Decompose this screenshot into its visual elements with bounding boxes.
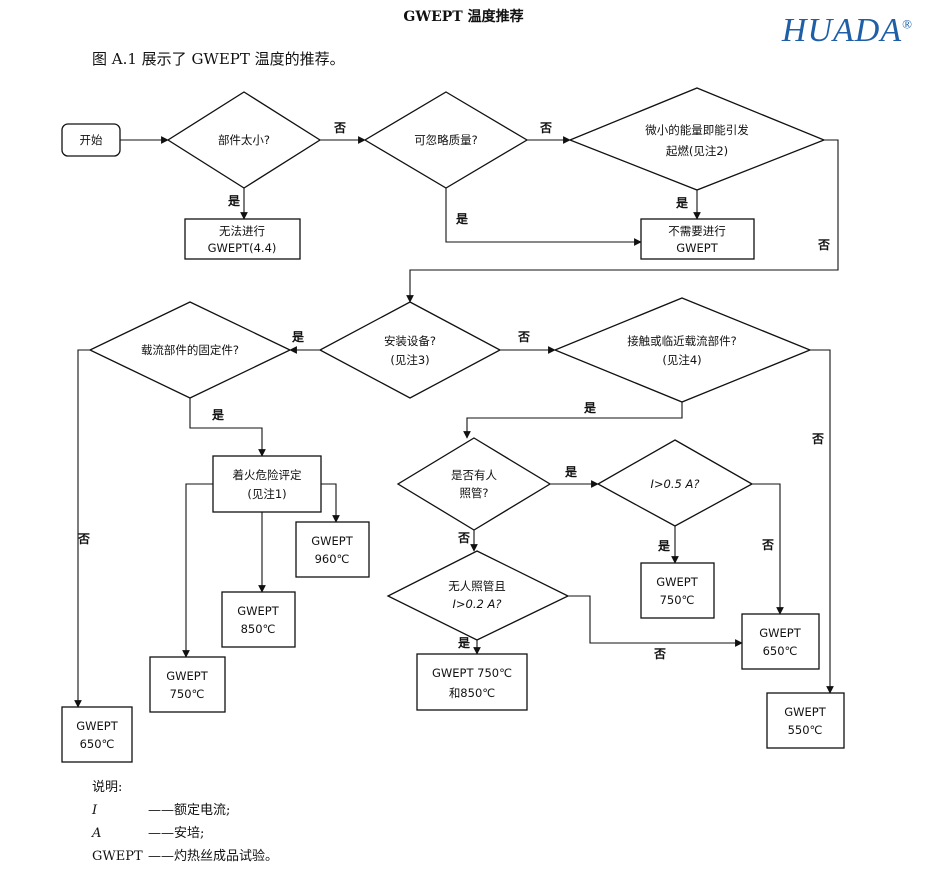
logo-registered-mark: ® [902, 16, 913, 32]
label-mass-yes: 是 [455, 212, 469, 226]
legend: 说明: I ——额定电流; A ——安培; GWEPT ——灼热丝成品试验。 [92, 776, 278, 868]
g550-label-2: 550℃ [788, 723, 823, 737]
legend-key: GWEPT [92, 849, 143, 864]
decision-unattended-02 [386, 550, 570, 641]
edge-fixing-no [74, 349, 90, 708]
logo-text: HUADA [781, 12, 903, 49]
flowchart: 开始 部件太小? 可忽略质量? 微小的能量即能引发 起燃(见注2) 无法进行 G… [61, 87, 845, 763]
legend-row-ampere: A ——安培; [92, 822, 278, 845]
edge-mass-yes [445, 188, 642, 246]
legend-title: 说明: [92, 780, 123, 795]
unattended-label-2: I>0.2 A? [453, 597, 502, 611]
label-i05-yes: 是 [657, 539, 671, 553]
g960-label-1: GWEPT [311, 534, 353, 548]
box-gwept-650-right [741, 613, 820, 670]
edge-unattended-no [568, 595, 743, 647]
legend-desc: ——额定电流; [148, 803, 231, 818]
label-mass-no: 否 [539, 121, 552, 135]
intro-text: 图 A.1 展示了 GWEPT 温度的推荐。 [92, 50, 345, 68]
legend-desc: ——灼热丝成品试验。 [148, 849, 279, 864]
g750b-label-2: 750℃ [660, 593, 695, 607]
label-attended-no: 否 [457, 531, 470, 545]
box-gwept-750-850 [416, 653, 528, 711]
decision-small-energy [568, 87, 826, 191]
contact-label-1: 接触或临近载流部件? [627, 334, 737, 348]
fire-label-1: 着火危险评定 [233, 468, 302, 482]
legend-desc: ——安培; [148, 826, 205, 841]
huada-logo: HUADA® [782, 12, 913, 50]
i05-label: I>0.5 A? [651, 477, 700, 491]
g850-label-2: 850℃ [241, 622, 276, 636]
box-gwept-750-mid [640, 562, 715, 619]
g650b-label-2: 650℃ [763, 644, 798, 658]
g750850-label-2: 和850℃ [449, 686, 495, 700]
g550-label-1: GWEPT [784, 705, 826, 719]
install-label-2: (见注3) [390, 353, 429, 367]
fire-label-2: (见注1) [247, 487, 286, 501]
label-small-no: 否 [333, 121, 346, 135]
page-title: GWEPT 温度推荐 [403, 9, 524, 25]
box-gwept-960 [295, 521, 370, 578]
legend-key: I [92, 803, 98, 818]
label-energy-yes: 是 [675, 196, 689, 210]
box-fire-hazard [212, 455, 322, 513]
energy-label-1: 微小的能量即能引发 [645, 123, 749, 137]
edge-fixing-yes [189, 398, 266, 457]
edge-fire-750 [182, 483, 213, 658]
g960-label-2: 960℃ [315, 552, 350, 566]
label-unattended-yes: 是 [457, 636, 471, 650]
mass-label: 可忽略质量? [414, 133, 478, 147]
label-contact-no: 否 [811, 432, 824, 446]
box-gwept-550 [766, 692, 845, 749]
g750a-label-1: GWEPT [166, 669, 208, 683]
contact-label-2: (见注4) [662, 353, 701, 367]
legend-row-current: I ——额定电流; [92, 799, 278, 822]
noneed-label-2: GWEPT [676, 241, 718, 255]
small-label: 部件太小? [218, 133, 270, 147]
box-gwept-850 [221, 591, 296, 648]
install-label-1: 安装设备? [384, 334, 436, 348]
attended-label-1: 是否有人 [451, 468, 497, 482]
label-attended-yes: 是 [564, 465, 578, 479]
label-install-yes: 是 [291, 330, 305, 344]
g750850-label-1: GWEPT 750℃ [432, 666, 512, 680]
edge-energy-no [406, 139, 839, 303]
label-unattended-no: 否 [653, 647, 666, 661]
cannot-label-1: 无法进行 [219, 224, 265, 238]
cannot-label-2: GWEPT(4.4) [208, 241, 277, 255]
g750a-label-2: 750℃ [170, 687, 205, 701]
label-contact-yes: 是 [583, 401, 597, 415]
energy-label-2: 起燃(见注2) [666, 144, 728, 158]
label-energy-no: 否 [817, 238, 830, 252]
noneed-label-1: 不需要进行 [668, 224, 726, 238]
g650a-label-1: GWEPT [76, 719, 118, 733]
legend-key: A [92, 826, 102, 841]
label-fixing-no: 否 [77, 532, 90, 546]
fixing-label: 载流部件的固定件? [141, 343, 239, 357]
g750b-label-1: GWEPT [656, 575, 698, 589]
edge-contact-yes [463, 402, 683, 439]
unattended-label-1: 无人照管且 [448, 579, 506, 593]
label-small-yes: 是 [227, 194, 241, 208]
label-install-no: 否 [517, 330, 530, 344]
attended-label-2: 照管? [459, 486, 488, 500]
g850-label-1: GWEPT [237, 604, 279, 618]
decision-attended [396, 437, 552, 531]
edge-fire-960 [321, 483, 340, 523]
decision-contact-parts [553, 297, 812, 403]
g650b-label-1: GWEPT [759, 626, 801, 640]
start-label: 开始 [80, 133, 103, 147]
edge-i05-no [752, 483, 784, 615]
box-gwept-750-left [149, 656, 226, 713]
edge-contact-no [810, 349, 834, 694]
label-fixing-yes: 是 [211, 408, 225, 422]
legend-row-gwept: GWEPT ——灼热丝成品试验。 [92, 845, 278, 868]
label-i05-no: 否 [761, 538, 774, 552]
decision-install-equipment [318, 301, 502, 399]
box-gwept-650-left [61, 706, 133, 763]
g650a-label-2: 650℃ [80, 737, 115, 751]
